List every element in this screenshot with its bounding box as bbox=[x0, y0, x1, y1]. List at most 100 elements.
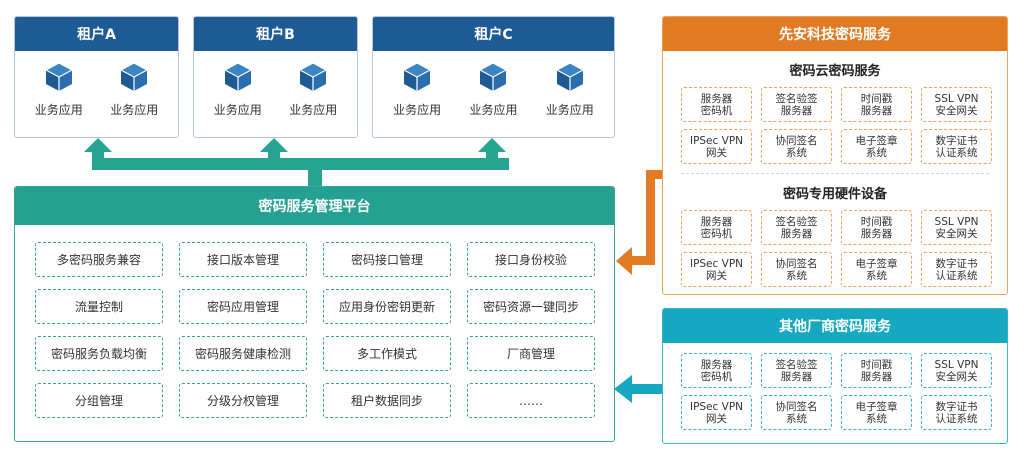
function-item[interactable]: 接口身份校验 bbox=[467, 242, 595, 277]
device-item[interactable]: 电子签章系统 bbox=[841, 395, 912, 430]
device-line: IPSec VPN bbox=[689, 257, 744, 270]
business-app[interactable]: 业务应用 bbox=[276, 61, 352, 118]
cube-icon bbox=[479, 62, 508, 91]
function-item[interactable]: 分级分权管理 bbox=[179, 383, 307, 418]
function-item[interactable]: 多工作模式 bbox=[323, 336, 451, 371]
device-item[interactable]: 协同签名系统 bbox=[761, 129, 832, 164]
cube-icon bbox=[555, 62, 585, 91]
function-item[interactable]: 租户数据同步 bbox=[323, 383, 451, 418]
function-item[interactable]: 接口版本管理 bbox=[179, 242, 307, 277]
device-line: 系统 bbox=[866, 146, 887, 159]
app-label: 业务应用 bbox=[34, 103, 83, 117]
device-item[interactable]: 签名验签服务器 bbox=[761, 353, 832, 388]
business-app[interactable]: 业务应用 bbox=[21, 61, 97, 118]
device-item[interactable]: 协同签名系统 bbox=[761, 252, 832, 287]
app-label: 业务应用 bbox=[469, 103, 518, 117]
device-line: 服务器 bbox=[780, 370, 813, 383]
device-item[interactable]: 电子签章系统 bbox=[841, 129, 912, 164]
device-item[interactable]: 时间戳服务器 bbox=[841, 87, 912, 122]
device-item[interactable]: 协同签名系统 bbox=[761, 395, 832, 430]
section-divider bbox=[681, 173, 989, 174]
device-line: 密码机 bbox=[700, 104, 733, 117]
device-item[interactable]: 签名验签服务器 bbox=[761, 210, 832, 245]
device-line: 服务器 bbox=[860, 104, 893, 117]
platform-function-grid: 多密码服务兼容 接口版本管理 密码接口管理 接口身份校验 流量控制 密码应用管理… bbox=[35, 242, 596, 418]
device-line: SSL VPN bbox=[934, 92, 979, 105]
function-item[interactable]: 密码接口管理 bbox=[323, 242, 451, 277]
device-line: 系统 bbox=[866, 269, 887, 282]
device-line: 系统 bbox=[786, 412, 807, 425]
tenant-c-panel: 租户C 业务应用 业务应用 业务应用 bbox=[372, 16, 615, 138]
device-item[interactable]: 服务器密码机 bbox=[681, 210, 752, 245]
tenant-b-panel: 租户B 业务应用 业务应用 bbox=[193, 16, 358, 138]
hardware-device-title: 密码专用硬件设备 bbox=[782, 187, 887, 202]
cloud-service-title: 密码云密码服务 bbox=[789, 64, 881, 79]
function-item-more[interactable]: …… bbox=[467, 383, 595, 418]
device-item[interactable]: 数字证书认证系统 bbox=[921, 395, 992, 430]
device-line: 数字证书 bbox=[935, 134, 978, 147]
device-line: 服务器 bbox=[780, 104, 813, 117]
device-line: 密码机 bbox=[700, 370, 733, 383]
tenant-b-title: 租户B bbox=[194, 17, 357, 51]
function-item[interactable]: 分组管理 bbox=[35, 383, 163, 418]
device-item[interactable]: 签名验签服务器 bbox=[761, 87, 832, 122]
device-line: 签名验签 bbox=[775, 358, 818, 371]
cube-icon bbox=[402, 62, 432, 91]
device-line: 协同签名 bbox=[775, 400, 818, 413]
device-line: 数字证书 bbox=[935, 400, 978, 413]
function-item[interactable]: 密码资源一键同步 bbox=[467, 289, 595, 324]
app-label: 业务应用 bbox=[545, 103, 594, 117]
tenant-c-title: 租户C bbox=[373, 17, 614, 51]
device-item[interactable]: 数字证书认证系统 bbox=[921, 129, 992, 164]
function-item[interactable]: 多密码服务兼容 bbox=[35, 242, 163, 277]
device-line: 签名验签 bbox=[775, 215, 818, 228]
vendor-b-arrow bbox=[614, 375, 662, 403]
device-line: 电子签章 bbox=[855, 257, 898, 270]
device-line: 认证系统 bbox=[935, 146, 978, 159]
device-item[interactable]: 数字证书认证系统 bbox=[921, 252, 992, 287]
tenant-a-title: 租户A bbox=[15, 17, 178, 51]
business-app[interactable]: 业务应用 bbox=[455, 61, 531, 118]
device-item[interactable]: 服务器密码机 bbox=[681, 87, 752, 122]
device-item[interactable]: 时间戳服务器 bbox=[841, 210, 912, 245]
business-app[interactable]: 业务应用 bbox=[379, 61, 455, 118]
device-line: 服务器 bbox=[700, 358, 733, 371]
device-line: 网关 bbox=[706, 269, 727, 282]
function-item[interactable]: 应用身份密钥更新 bbox=[323, 289, 451, 324]
business-app[interactable]: 业务应用 bbox=[97, 61, 173, 118]
app-label: 业务应用 bbox=[289, 103, 338, 117]
device-item[interactable]: 时间戳服务器 bbox=[841, 353, 912, 388]
device-line: 数字证书 bbox=[935, 257, 978, 270]
device-line: 服务器 bbox=[700, 215, 733, 228]
vendor-a-arrow bbox=[616, 170, 662, 275]
device-line: 认证系统 bbox=[935, 412, 978, 425]
device-item[interactable]: 服务器密码机 bbox=[681, 353, 752, 388]
tenant-a-panel: 租户A 业务应用 业务应用 bbox=[14, 16, 179, 138]
device-line: SSL VPN bbox=[934, 358, 979, 371]
device-line: 网关 bbox=[706, 146, 727, 159]
function-item[interactable]: 厂商管理 bbox=[467, 336, 595, 371]
device-line: 签名验签 bbox=[775, 92, 818, 105]
device-item[interactable]: 电子签章系统 bbox=[841, 252, 912, 287]
business-app[interactable]: 业务应用 bbox=[532, 61, 608, 118]
device-line: 协同签名 bbox=[775, 257, 818, 270]
function-item[interactable]: 密码服务负载均衡 bbox=[35, 336, 163, 371]
function-item[interactable]: 密码应用管理 bbox=[179, 289, 307, 324]
device-line: 服务器 bbox=[700, 92, 733, 105]
device-line: 电子签章 bbox=[855, 400, 898, 413]
business-app[interactable]: 业务应用 bbox=[200, 61, 276, 118]
app-label: 业务应用 bbox=[110, 103, 159, 117]
device-line: 系统 bbox=[866, 412, 887, 425]
function-item[interactable]: 流量控制 bbox=[35, 289, 163, 324]
function-item[interactable]: 密码服务健康检测 bbox=[179, 336, 307, 371]
